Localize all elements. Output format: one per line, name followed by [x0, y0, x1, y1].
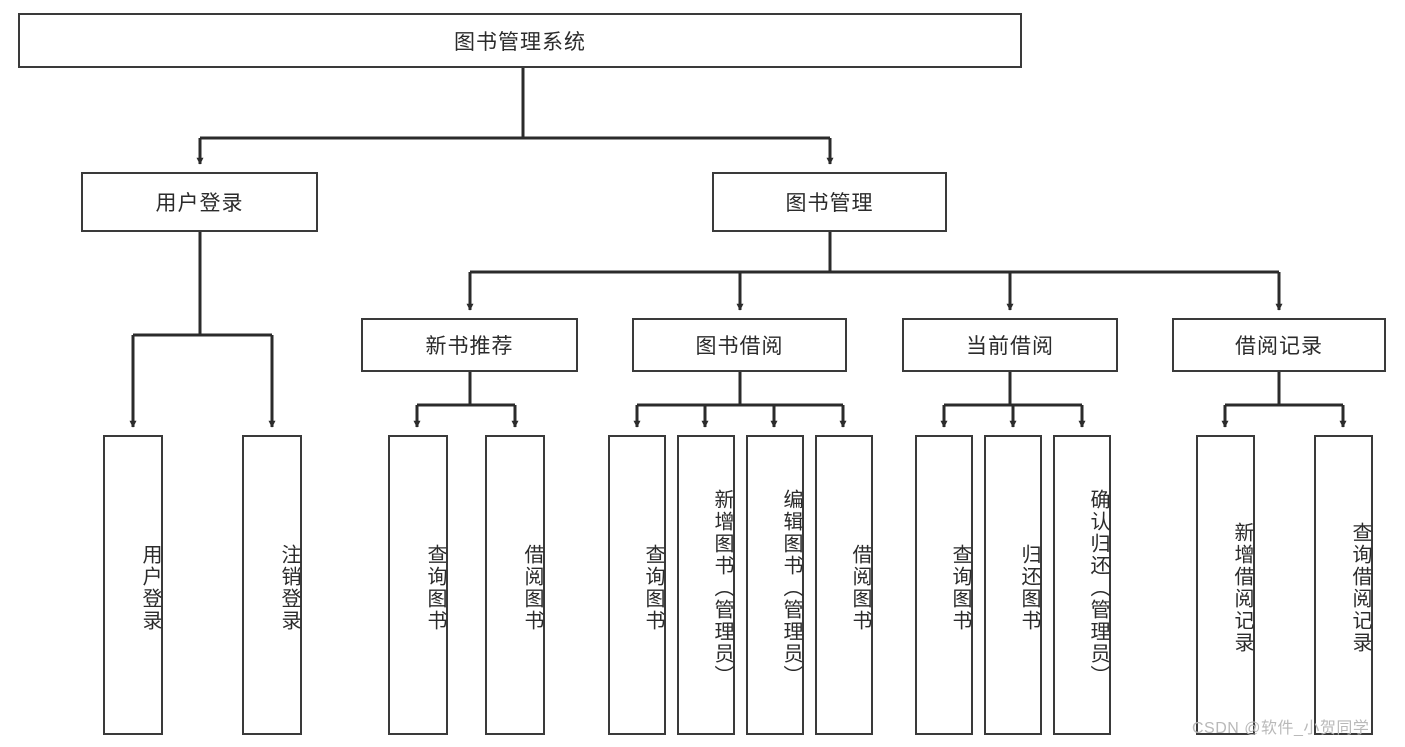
- leaf-borrow-book-1[interactable]: 借阅图书: [485, 435, 545, 735]
- leaf-label: 借阅图书: [521, 544, 543, 632]
- leaf-query-record[interactable]: 查询借阅记录: [1314, 435, 1373, 735]
- leaf-label: 确认归还（管理员）: [1087, 489, 1109, 687]
- leaf-label: 用户登录: [139, 544, 161, 632]
- node-user-login[interactable]: 用户登录: [81, 172, 318, 232]
- csdn-watermark: CSDN @软件_小贺同学: [1192, 720, 1370, 737]
- leaf-user-login[interactable]: 用户登录: [103, 435, 163, 735]
- leaf-borrow-book-2[interactable]: 借阅图书: [815, 435, 873, 735]
- leaf-add-record[interactable]: 新增借阅记录: [1196, 435, 1255, 735]
- node-book-borrow[interactable]: 图书借阅: [632, 318, 847, 372]
- node-root[interactable]: 图书管理系统: [18, 13, 1022, 68]
- leaf-label: 归还图书: [1018, 544, 1040, 632]
- leaf-confirm-return[interactable]: 确认归还（管理员）: [1053, 435, 1111, 735]
- leaf-label: 编辑图书（管理员）: [780, 489, 802, 687]
- leaf-user-logout[interactable]: 注销登录: [242, 435, 302, 735]
- leaf-label: 查询图书: [949, 544, 971, 632]
- node-current-borrow[interactable]: 当前借阅: [902, 318, 1118, 372]
- leaf-edit-book[interactable]: 编辑图书（管理员）: [746, 435, 804, 735]
- leaf-label: 查询图书: [424, 544, 446, 632]
- node-book-manage[interactable]: 图书管理: [712, 172, 947, 232]
- leaf-label: 查询图书: [642, 544, 664, 632]
- leaf-label: 注销登录: [278, 544, 300, 632]
- leaf-query-book-2[interactable]: 查询图书: [608, 435, 666, 735]
- leaf-query-book-3[interactable]: 查询图书: [915, 435, 973, 735]
- node-borrow-record[interactable]: 借阅记录: [1172, 318, 1386, 372]
- leaf-label: 借阅图书: [849, 544, 871, 632]
- leaf-label: 新增图书（管理员）: [711, 489, 733, 687]
- leaf-return-book[interactable]: 归还图书: [984, 435, 1042, 735]
- leaf-label: 新增借阅记录: [1231, 522, 1253, 654]
- leaf-query-book-1[interactable]: 查询图书: [388, 435, 448, 735]
- leaf-add-book[interactable]: 新增图书（管理员）: [677, 435, 735, 735]
- node-new-book-recommend[interactable]: 新书推荐: [361, 318, 578, 372]
- leaf-label: 查询借阅记录: [1349, 522, 1371, 654]
